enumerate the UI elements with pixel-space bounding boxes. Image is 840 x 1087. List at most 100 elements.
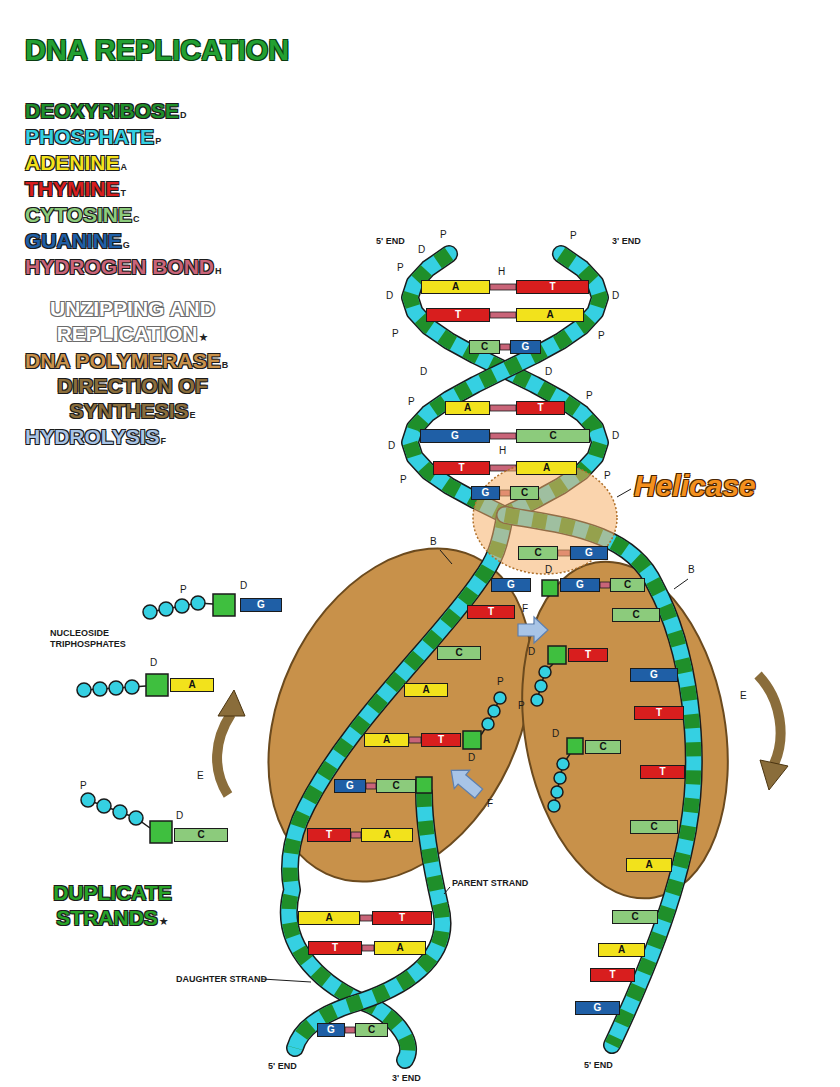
base-rung: G xyxy=(560,578,600,592)
base-letter: A xyxy=(383,829,390,840)
key-letter: P xyxy=(604,470,611,482)
base-letter: C xyxy=(534,547,541,558)
base-letter: T xyxy=(455,309,461,320)
key-letter: H xyxy=(215,266,222,276)
phosphate xyxy=(125,680,139,694)
helicase-ring xyxy=(473,462,617,574)
legend-text: THYMINE xyxy=(25,177,120,200)
base-letter: C xyxy=(599,741,606,752)
part-label: 5' END xyxy=(268,1061,297,1071)
key-letter: P xyxy=(440,229,447,241)
base-rung: A xyxy=(516,308,584,322)
legend-row: DEOXYRIBOSED xyxy=(25,98,187,123)
base-letter: G xyxy=(522,341,530,352)
hydrogen-bond xyxy=(500,344,510,350)
legend-text: GUANINE xyxy=(25,229,122,252)
phosphate xyxy=(535,680,547,692)
base-letter: G xyxy=(576,579,584,590)
part-label: 5' END xyxy=(376,236,405,247)
key-letter: D xyxy=(420,366,427,377)
legend-row: GUANINEG xyxy=(25,228,130,253)
deoxyribose xyxy=(548,646,566,664)
key-letter: F xyxy=(487,798,493,809)
part-label: PARENT STRAND xyxy=(452,878,528,889)
key-letter: H xyxy=(499,445,506,456)
base-rung: T xyxy=(516,280,589,294)
phosphate xyxy=(548,800,560,812)
key-letter: D xyxy=(386,290,393,302)
base-letter: T xyxy=(656,707,662,718)
leader-lines xyxy=(262,489,688,982)
hydrogen-bonds xyxy=(345,284,610,1033)
base-letter: C xyxy=(481,341,488,352)
legend-row: HYDROLYSISF xyxy=(25,424,166,449)
key-letter: D xyxy=(386,290,393,301)
hydrolysis-arrow xyxy=(518,617,548,643)
backbone xyxy=(289,515,505,1060)
key-letter: D xyxy=(552,728,559,740)
key-letter: H xyxy=(498,266,505,277)
base-letter: T xyxy=(458,462,464,473)
hydrogen-bond xyxy=(360,915,372,921)
key-letter: D xyxy=(545,366,552,377)
base-rung: C xyxy=(612,608,660,622)
key-letter: D xyxy=(528,646,535,658)
base-rung: T xyxy=(640,765,685,779)
key-letter: D xyxy=(388,440,395,451)
deoxyribose xyxy=(213,594,235,616)
hydrogen-bond xyxy=(362,945,374,951)
part-label: PARENT STRAND xyxy=(452,878,528,888)
phosphate xyxy=(531,694,543,706)
base-letter: G xyxy=(585,547,593,558)
base-rung: G xyxy=(491,578,531,592)
base-letter: C xyxy=(521,487,528,498)
base-letter: A xyxy=(464,402,471,413)
key-letter: G xyxy=(123,240,130,250)
key-letter: B xyxy=(688,564,695,576)
key-letter: B xyxy=(688,564,695,575)
base-letter: T xyxy=(438,734,444,745)
base-rung: T xyxy=(372,911,432,925)
hydrogen-bond xyxy=(490,433,516,439)
key-letter: D xyxy=(545,564,552,576)
legend-row: PHOSPHATEP xyxy=(25,124,161,149)
part-label: 3' END xyxy=(392,1073,421,1084)
key-letter: D xyxy=(420,366,427,378)
key-letter: D xyxy=(418,244,425,255)
base-rung: T xyxy=(467,605,515,619)
base-rung: C xyxy=(612,910,658,924)
base-rung: A xyxy=(298,911,360,925)
key-letter: P xyxy=(518,700,525,711)
base-letter: A xyxy=(546,309,553,320)
arrow-head xyxy=(760,760,788,790)
backbone xyxy=(289,515,505,1060)
deoxyribose xyxy=(463,731,481,749)
legend-text: CYTOSINE xyxy=(25,203,132,226)
key-letter: D xyxy=(388,440,395,452)
part-label: 5' END xyxy=(584,1060,613,1071)
key-letter: H xyxy=(498,266,505,278)
base-rung: A xyxy=(626,858,672,872)
base-letter: T xyxy=(659,766,665,777)
key-letter: A xyxy=(121,162,128,172)
arrow-head xyxy=(218,690,245,716)
base-letter: A xyxy=(645,859,652,870)
key-letter: P xyxy=(80,780,87,792)
base-rung: G xyxy=(570,546,608,560)
base-rung: G xyxy=(317,1023,345,1037)
key-letter: D xyxy=(545,564,552,575)
legend-text: DIRECTION OF SYNTHESIS xyxy=(57,374,208,422)
sugar-squares xyxy=(146,580,583,843)
part-label: 5' END xyxy=(376,236,405,246)
key-letter: P xyxy=(570,230,577,242)
key-letter: D xyxy=(150,657,157,668)
key-letter: H xyxy=(499,445,506,457)
base-letter: T xyxy=(585,649,591,660)
phosphate xyxy=(93,682,107,696)
deoxyribose xyxy=(542,580,558,596)
base-rung: T xyxy=(568,648,608,662)
key-letter: D xyxy=(468,752,475,764)
base-rung: G xyxy=(471,486,500,500)
base-rung: A xyxy=(421,280,490,294)
backbone xyxy=(295,793,443,1048)
